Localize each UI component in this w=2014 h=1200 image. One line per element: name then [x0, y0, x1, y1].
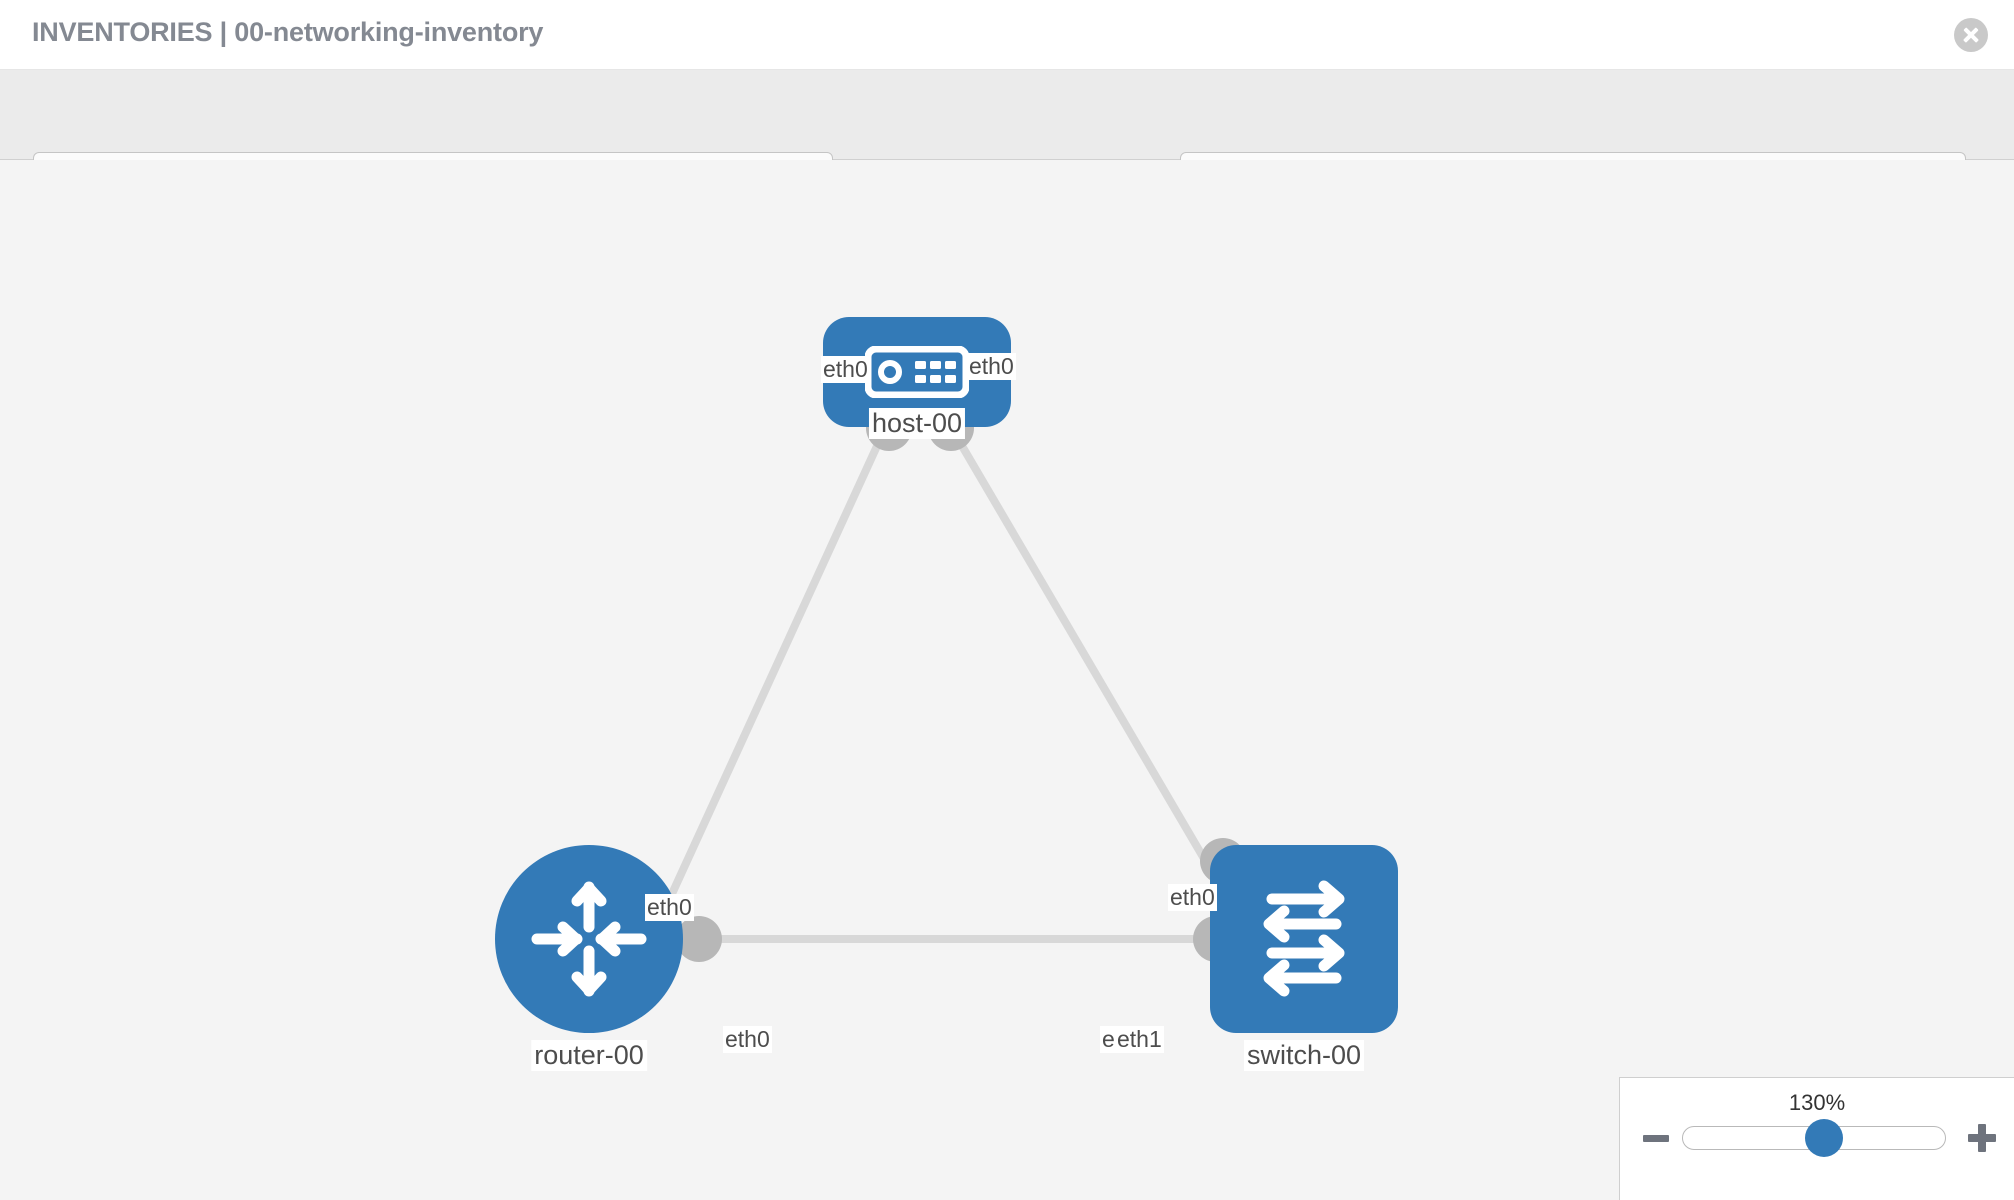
- node-label-router-00: router-00: [531, 1040, 647, 1071]
- switch-node-shape[interactable]: [1210, 845, 1398, 1033]
- interface-label-host-eth0-right: eth0: [967, 353, 1016, 380]
- zoom-out-button[interactable]: [1641, 1123, 1671, 1153]
- close-icon[interactable]: [1954, 18, 1988, 52]
- topology-node-router-00[interactable]: router-00: [495, 845, 683, 1071]
- toolbar: ACTIONS SEARCH: [0, 70, 2014, 204]
- plus-icon-vertical: [1978, 1124, 1986, 1152]
- zoom-in-button[interactable]: [1967, 1123, 1997, 1153]
- zoom-slider-thumb[interactable]: [1805, 1119, 1844, 1157]
- topology-canvas[interactable]: host-00: [0, 160, 2014, 1200]
- interface-label-router-eth0-upper: eth0: [645, 894, 694, 921]
- interface-dot-router-eth0[interactable]: [676, 916, 722, 962]
- server-icon: [865, 346, 969, 398]
- node-label-host-00: host-00: [868, 408, 966, 439]
- page-header: INVENTORIES | 00-networking-inventory: [0, 0, 2014, 70]
- node-label-switch-00: switch-00: [1243, 1040, 1365, 1071]
- zoom-level-label: 130%: [1788, 1090, 1846, 1115]
- interface-label-switch-eth0-upper: eth0: [1168, 884, 1217, 911]
- page-title: INVENTORIES | 00-networking-inventory: [32, 17, 544, 47]
- switch-arrows-icon: [1263, 880, 1345, 997]
- router-node-shape[interactable]: [495, 845, 683, 1033]
- minus-icon: [1643, 1135, 1669, 1142]
- router-arrows-icon: [531, 881, 647, 997]
- link-host-switch: [944, 419, 1244, 923]
- zoom-slider-track[interactable]: [1682, 1119, 1946, 1157]
- interface-label-router-eth0-right: eth0: [723, 1026, 772, 1053]
- interface-label-switch-eth1-left: eth1: [1115, 1026, 1164, 1053]
- interface-label-host-eth0-left: eth0: [821, 356, 870, 383]
- zoom-control-panel: 130%: [1619, 1077, 2014, 1200]
- link-host-router: [656, 420, 892, 922]
- topology-links: [656, 419, 1244, 943]
- topology-node-switch-00[interactable]: switch-00: [1210, 845, 1398, 1071]
